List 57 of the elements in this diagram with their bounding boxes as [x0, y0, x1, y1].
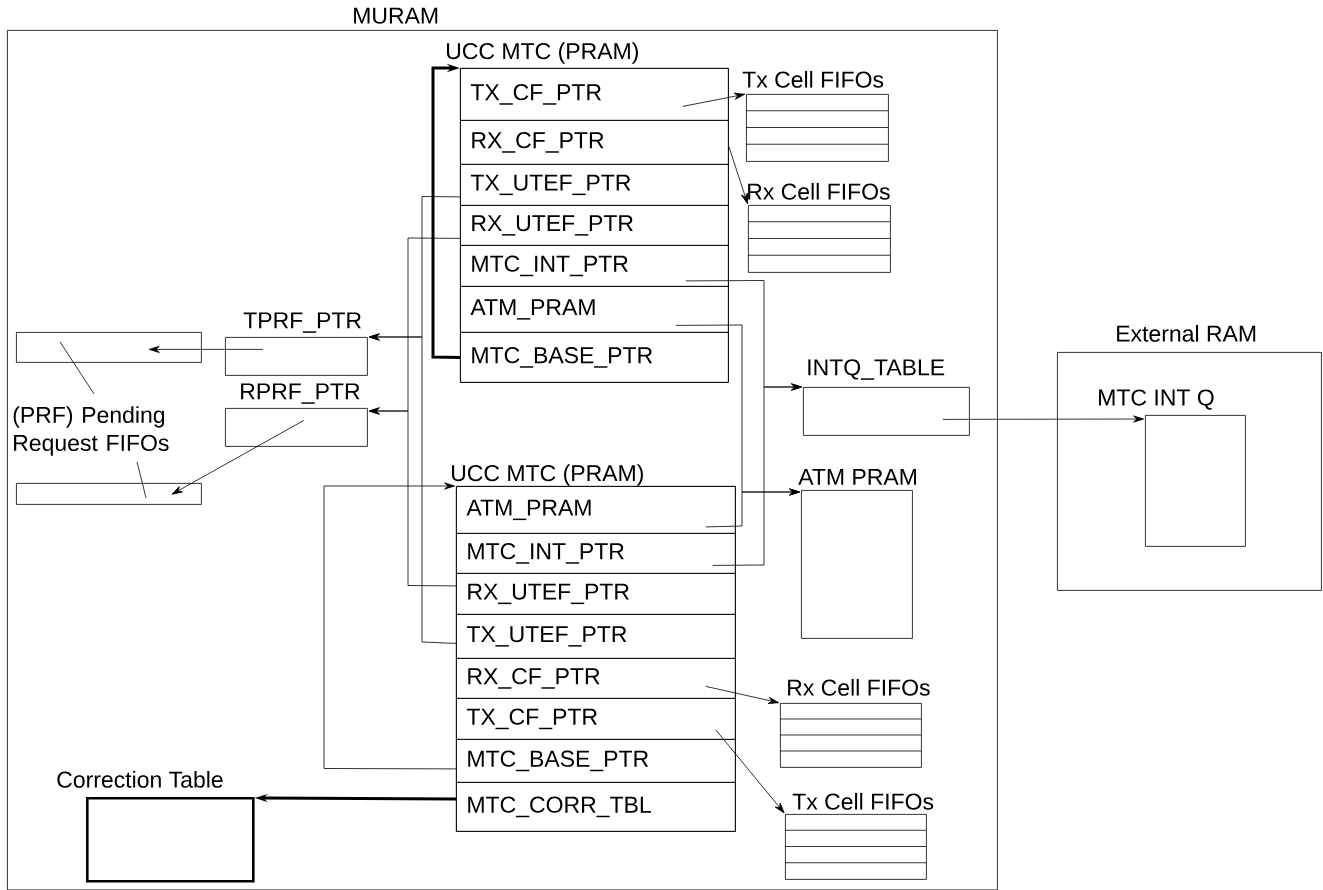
fifo-stack: Tx Cell FIFOs [742, 70, 889, 162]
arrow [942, 415, 1145, 423]
arrow [148, 345, 264, 353]
arrow [682, 92, 746, 107]
arrow [368, 407, 457, 587]
table-row: RX_CF_PTR [460, 120, 729, 165]
arrow [715, 729, 785, 814]
pointer-box: TPRF_PTR [225, 312, 368, 376]
table-box: INTQ_TABLE [803, 359, 970, 436]
fifo-stack: Rx Cell FIFOs [779, 678, 930, 768]
arrow [705, 488, 801, 528]
arrow [712, 383, 803, 566]
queue-box: MTC INT Q [1099, 389, 1246, 547]
node-label: External RAM [1117, 324, 1256, 342]
arrow [171, 420, 305, 495]
node-label: Rx Cell FIFOs [788, 678, 930, 696]
table-box: Correction Table [57, 770, 255, 883]
table-row: ATM_PRAM [456, 486, 736, 534]
table-row: MTC_INT_PTR [460, 245, 729, 287]
table-row: TX_CF_PTR [456, 698, 736, 740]
leader-line [59, 341, 95, 395]
table-row: MTC_CORR_TBL [456, 782, 736, 832]
arrow [368, 333, 457, 644]
arrow [431, 63, 461, 359]
fifo-label: (PRF) Pending Request FIFOs [13, 406, 169, 456]
node-label: Tx Cell FIFOs [792, 792, 934, 810]
pointer-box: RPRF_PTR [225, 383, 368, 447]
table-row: RX_CF_PTR [456, 658, 736, 699]
table-row: TX_UTEF_PTR [460, 164, 729, 206]
fifo-stack: Tx Cell FIFOs [784, 792, 934, 880]
table-row: MTC_BASE_PTR [460, 332, 729, 383]
node-label: ATM PRAM [798, 468, 916, 485]
table-row: RX_UTEF_PTR [456, 573, 736, 615]
table-row: ATM_PRAM [460, 286, 729, 333]
leader-line [136, 461, 147, 499]
table-row: TX_UTEF_PTR [456, 614, 736, 659]
fifo-bar [16, 483, 202, 505]
fifo-bar [16, 332, 202, 363]
node-label: Rx Cell FIFOs [748, 182, 890, 200]
fifo-stack: Rx Cell FIFOs [747, 182, 891, 273]
node-label: Correction Table [57, 770, 223, 788]
table-row: MTC_BASE_PTR [456, 739, 736, 783]
arrow [323, 482, 457, 770]
node-label: TPRF_PTR [243, 312, 361, 333]
node-label: MURAM [354, 7, 438, 24]
memory-box: ATM PRAM [798, 468, 916, 639]
table-row: TX_CF_PTR [460, 68, 729, 121]
node-label: RPRF_PTR [241, 383, 360, 404]
node-label: Tx Cell FIFOs [742, 70, 884, 88]
arrow [728, 146, 748, 205]
table-row: MTC_INT_PTR [456, 533, 736, 574]
node-label: UCC MTC (PRAM) [451, 464, 643, 486]
node-label: UCC MTC (PRAM) [446, 42, 638, 64]
table-row: RX_UTEF_PTR [460, 205, 729, 246]
arrow [705, 686, 780, 704]
node-label: INTQ_TABLE [808, 359, 945, 380]
node-label: MTC INT Q [1099, 389, 1214, 410]
